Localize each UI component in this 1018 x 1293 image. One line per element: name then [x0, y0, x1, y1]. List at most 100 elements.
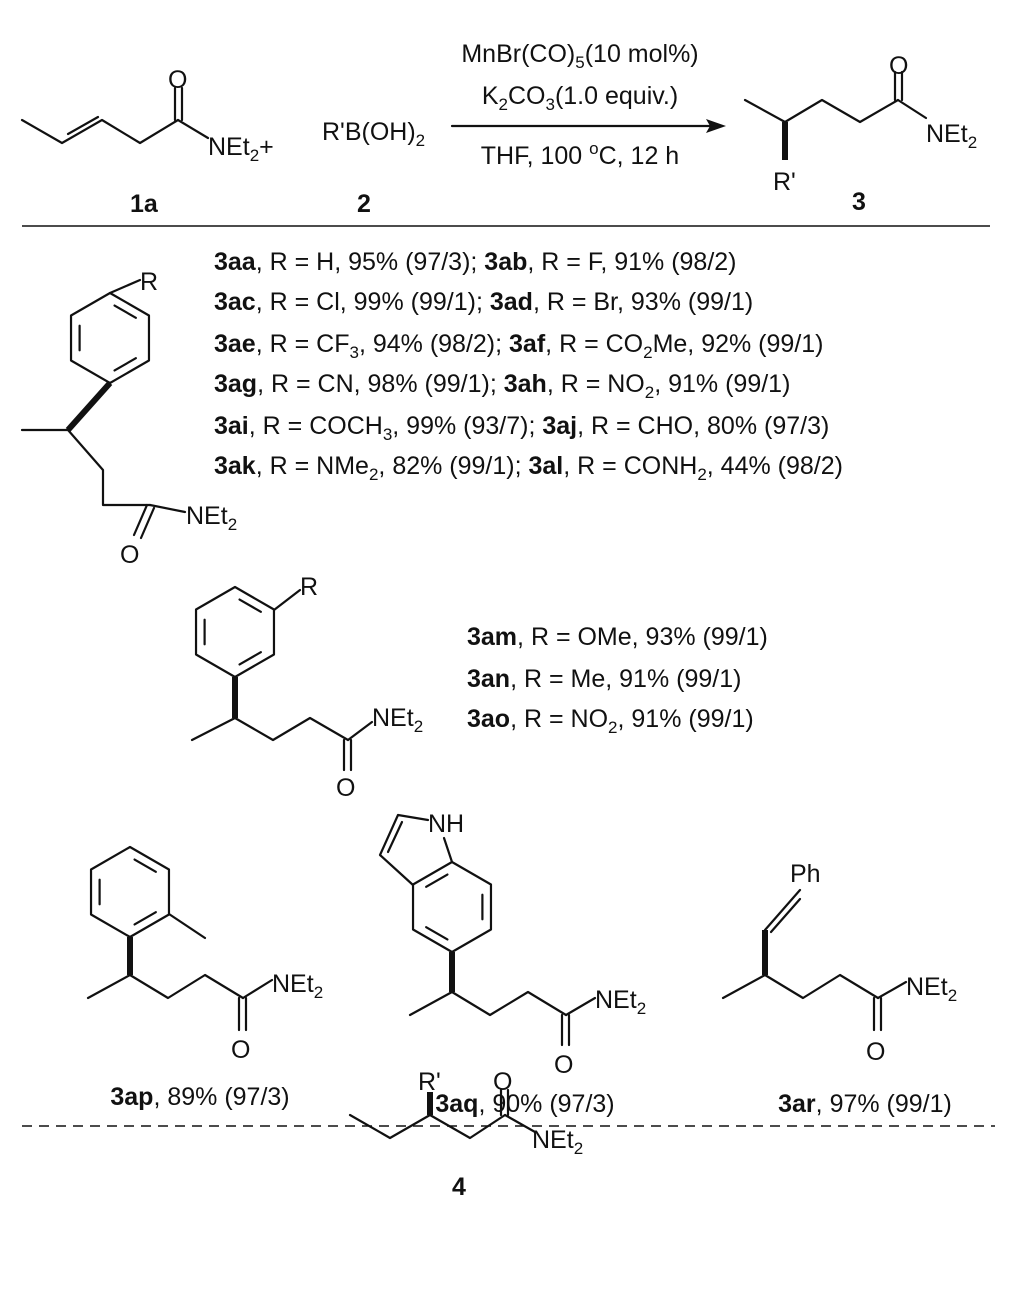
- product-3-structure: [743, 70, 928, 160]
- benzene-ring: [411, 860, 493, 954]
- subscript: 2: [228, 515, 237, 534]
- para-carbonyl-oxygen: O: [120, 541, 139, 569]
- text-segment: , R = Br, 93% (99/1): [533, 288, 753, 316]
- text-segment: K: [482, 82, 499, 110]
- result-line-3am: 3am, R = OMe, 93% (99/1): [467, 623, 768, 651]
- text-segment: NH: [428, 810, 464, 838]
- text-segment: , 89% (97/3): [153, 1083, 289, 1111]
- result-line-3ak-3al: 3ak, R = NMe2, 82% (99/1); 3al, R = CONH…: [214, 452, 843, 484]
- text-segment: , 82% (99/1);: [378, 452, 528, 480]
- subscript: 3: [545, 95, 554, 114]
- text-segment: C, 12 h: [599, 142, 680, 170]
- text-segment: , R = NMe: [256, 452, 369, 480]
- 4-amide-group: NEt2: [532, 1126, 583, 1158]
- aromatic-double-bond: [113, 357, 137, 372]
- subscript: 2: [416, 131, 425, 150]
- benzene-ring: [89, 845, 171, 939]
- text-segment: , R = COCH: [249, 412, 383, 440]
- text-segment: NEt: [532, 1126, 574, 1154]
- compound-label-1a: 1a: [130, 190, 159, 218]
- subscript: 2: [574, 1139, 583, 1158]
- 3ar-amide-group: NEt2: [906, 973, 957, 1005]
- text-segment: , R = CO: [545, 330, 643, 358]
- compound-id: 3an: [467, 665, 510, 693]
- superscript: o: [589, 139, 598, 158]
- aromatic-double-bond: [133, 858, 157, 873]
- aromatic-double-bond: [238, 598, 262, 613]
- text-segment: , 99% (93/7);: [392, 412, 542, 440]
- subscript: 2: [608, 718, 617, 737]
- result-line-3ag-3ah: 3ag, R = CN, 98% (99/1); 3ah, R = NO2, 9…: [214, 370, 790, 402]
- text-segment: NEt: [186, 502, 228, 530]
- compound-id: 3ab: [484, 248, 527, 276]
- text-segment: , 91% (99/1): [618, 705, 754, 733]
- compound-id: 3ak: [214, 452, 256, 480]
- text-segment: NEt: [926, 120, 968, 148]
- 4-r-prime: R': [418, 1068, 441, 1096]
- 3aq-indole-nh: NH: [428, 810, 464, 838]
- compound-3aq-structure: [378, 813, 597, 1047]
- text-segment: CO: [508, 82, 546, 110]
- meta-r-label: R: [300, 573, 318, 601]
- 3aq-carbonyl-oxygen: O: [554, 1051, 573, 1079]
- carbonyl-oxygen: O: [168, 66, 187, 94]
- subscript: 2: [414, 717, 423, 736]
- text-segment: , R = Me, 91% (99/1): [510, 665, 741, 693]
- compound-id: 3aj: [542, 412, 577, 440]
- reactant-1a-structure: [20, 86, 210, 145]
- text-segment: R: [140, 268, 158, 296]
- subscript: 2: [643, 343, 652, 362]
- text-segment: O: [493, 1068, 512, 1096]
- compound-id: 3ah: [504, 370, 547, 398]
- text-segment: NEt: [208, 133, 250, 161]
- compound-id: 3ae: [214, 330, 256, 358]
- text-segment: (10 mol%): [585, 40, 699, 68]
- text-segment: +: [259, 133, 274, 161]
- text-segment: , R = OMe, 93% (99/1): [517, 623, 768, 651]
- text-segment: , R = NO: [510, 705, 608, 733]
- text-segment: Me, 92% (99/1): [653, 330, 824, 358]
- text-segment: O: [120, 541, 139, 569]
- condition-catalyst: MnBr(CO)5(10 mol%): [461, 40, 698, 72]
- text-segment: , R = CF: [256, 330, 350, 358]
- text-segment: O: [168, 66, 187, 94]
- compound-label-3ap: 3ap, 89% (97/3): [110, 1083, 289, 1111]
- text-segment: R': [773, 168, 796, 196]
- text-segment: O: [889, 52, 908, 80]
- subscript: 2: [697, 465, 706, 484]
- compound-id: 3am: [467, 623, 517, 651]
- meta-amide-group: NEt2: [372, 704, 423, 736]
- text-segment: Ph: [790, 860, 821, 888]
- benzene-ring: [194, 585, 276, 679]
- subscript: 2: [499, 95, 508, 114]
- compound-id: 3ag: [214, 370, 257, 398]
- 3ar-phenyl-label: Ph: [790, 860, 821, 888]
- product-amide-group: NEt2: [926, 120, 977, 152]
- compound-id: 3ac: [214, 288, 256, 316]
- text-segment: , R = Cl, 99% (99/1);: [256, 288, 490, 316]
- text-segment: O: [554, 1051, 573, 1079]
- text-segment: , R = H, 95% (97/3);: [256, 248, 485, 276]
- boronic-acid-formula: R'B(OH)2: [322, 118, 425, 150]
- subscript: 5: [575, 53, 584, 72]
- text-segment: , R = CHO, 80% (97/3): [577, 412, 829, 440]
- result-line-3ac-3ad: 3ac, R = Cl, 99% (99/1); 3ad, R = Br, 93…: [214, 288, 753, 316]
- compound-label-3: 3: [852, 188, 866, 216]
- compound-label-4: 4: [452, 1173, 466, 1201]
- condition-base: K2CO3(1.0 equiv.): [482, 82, 678, 114]
- subscript: 2: [968, 133, 977, 152]
- text-segment: , R = CN, 98% (99/1);: [257, 370, 504, 398]
- reaction-arrow: [450, 119, 726, 133]
- subscript: 3: [349, 343, 358, 362]
- subscript: 2: [369, 465, 378, 484]
- product-r-prime: R': [773, 168, 796, 196]
- amide-group: NEt2+: [208, 133, 274, 165]
- 3ar-carbonyl-oxygen: O: [866, 1038, 885, 1066]
- compound-id: 3ap: [110, 1083, 153, 1111]
- meta-carbonyl-oxygen: O: [336, 774, 355, 802]
- compound-label-2: 2: [357, 190, 371, 218]
- text-segment: NEt: [595, 986, 637, 1014]
- aromatic-double-bond: [425, 873, 449, 888]
- condition-solvent-temp-time: THF, 100 oC, 12 h: [481, 139, 679, 170]
